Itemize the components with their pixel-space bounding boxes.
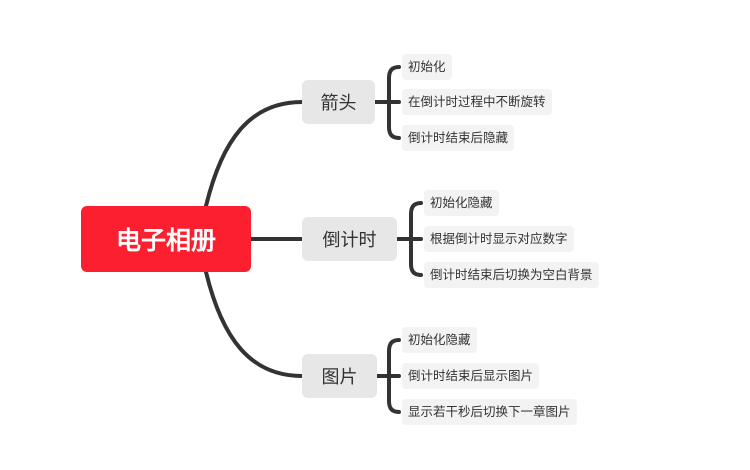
leaf-countdown-init[interactable]: 初始化隐藏 — [424, 190, 499, 216]
connector-root-arrow — [204, 100, 304, 208]
branch-node-countdown[interactable]: 倒计时 — [302, 217, 397, 261]
bracket-countdown — [395, 201, 423, 277]
leaf-countdown-blank[interactable]: 倒计时结束后切换为空白背景 — [424, 262, 599, 288]
bracket-arrow — [373, 65, 401, 140]
leaf-countdown-number[interactable]: 根据倒计时显示对应数字 — [424, 226, 574, 252]
leaf-arrow-init[interactable]: 初始化 — [402, 54, 452, 80]
bracket-picture — [375, 338, 401, 414]
leaf-picture-show[interactable]: 倒计时结束后显示图片 — [402, 363, 540, 389]
root-node[interactable]: 电子相册 — [81, 206, 251, 272]
leaf-arrow-rotate[interactable]: 在倒计时过程中不断旋转 — [402, 89, 552, 115]
leaf-arrow-hide[interactable]: 倒计时结束后隐藏 — [402, 125, 515, 151]
branch-node-picture[interactable]: 图片 — [302, 354, 377, 398]
connector-root-picture — [204, 270, 304, 378]
branch-node-arrow[interactable]: 箭头 — [302, 80, 375, 124]
leaf-picture-next[interactable]: 显示若干秒后切换下一章图片 — [402, 399, 577, 425]
leaf-picture-init[interactable]: 初始化隐藏 — [402, 327, 477, 353]
